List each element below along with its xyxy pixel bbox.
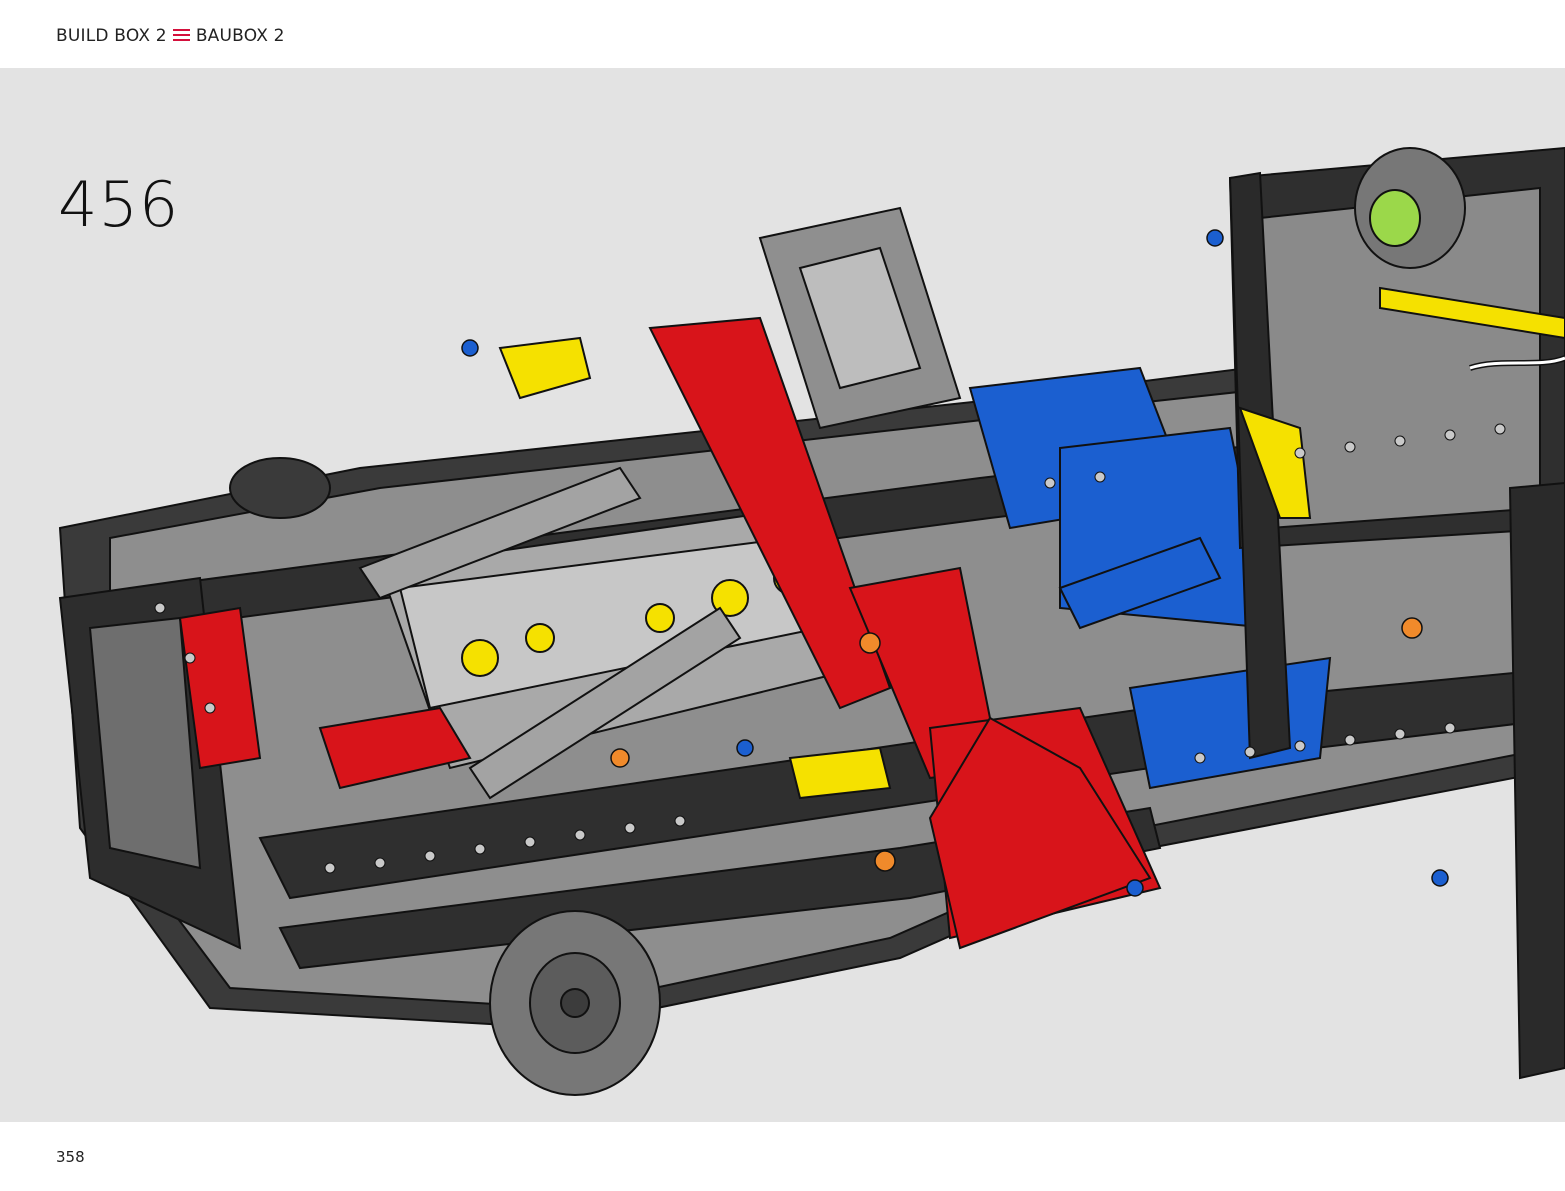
chassis-illustration bbox=[58, 146, 1565, 1096]
breadcrumb: BUILD BOX 2 BAUBOX 2 bbox=[56, 26, 285, 46]
engine-block bbox=[378, 506, 862, 770]
crumb-build-box: BUILD BOX 2 bbox=[56, 26, 167, 46]
hamburger-icon bbox=[172, 29, 190, 41]
crumb-baubox: BAUBOX 2 bbox=[195, 26, 285, 46]
step-number: 456 bbox=[58, 168, 180, 241]
red-wedge bbox=[928, 716, 1152, 950]
rear-brake-disc bbox=[1354, 147, 1466, 269]
left-wheel-hub bbox=[229, 457, 331, 519]
beam-holes bbox=[154, 423, 1506, 874]
connector-pins bbox=[461, 229, 1449, 897]
instruction-stage: 456 bbox=[0, 68, 1565, 1122]
page-footer: 358 bbox=[0, 1122, 1565, 1191]
front-brake-disc bbox=[489, 910, 661, 1096]
upper-gearbox bbox=[758, 206, 962, 430]
page-number: 358 bbox=[56, 1148, 85, 1166]
blue-components bbox=[968, 366, 1332, 790]
yellow-parts bbox=[498, 286, 1565, 800]
page-header: BUILD BOX 2 BAUBOX 2 bbox=[0, 0, 1565, 68]
engine-struts bbox=[358, 466, 742, 800]
